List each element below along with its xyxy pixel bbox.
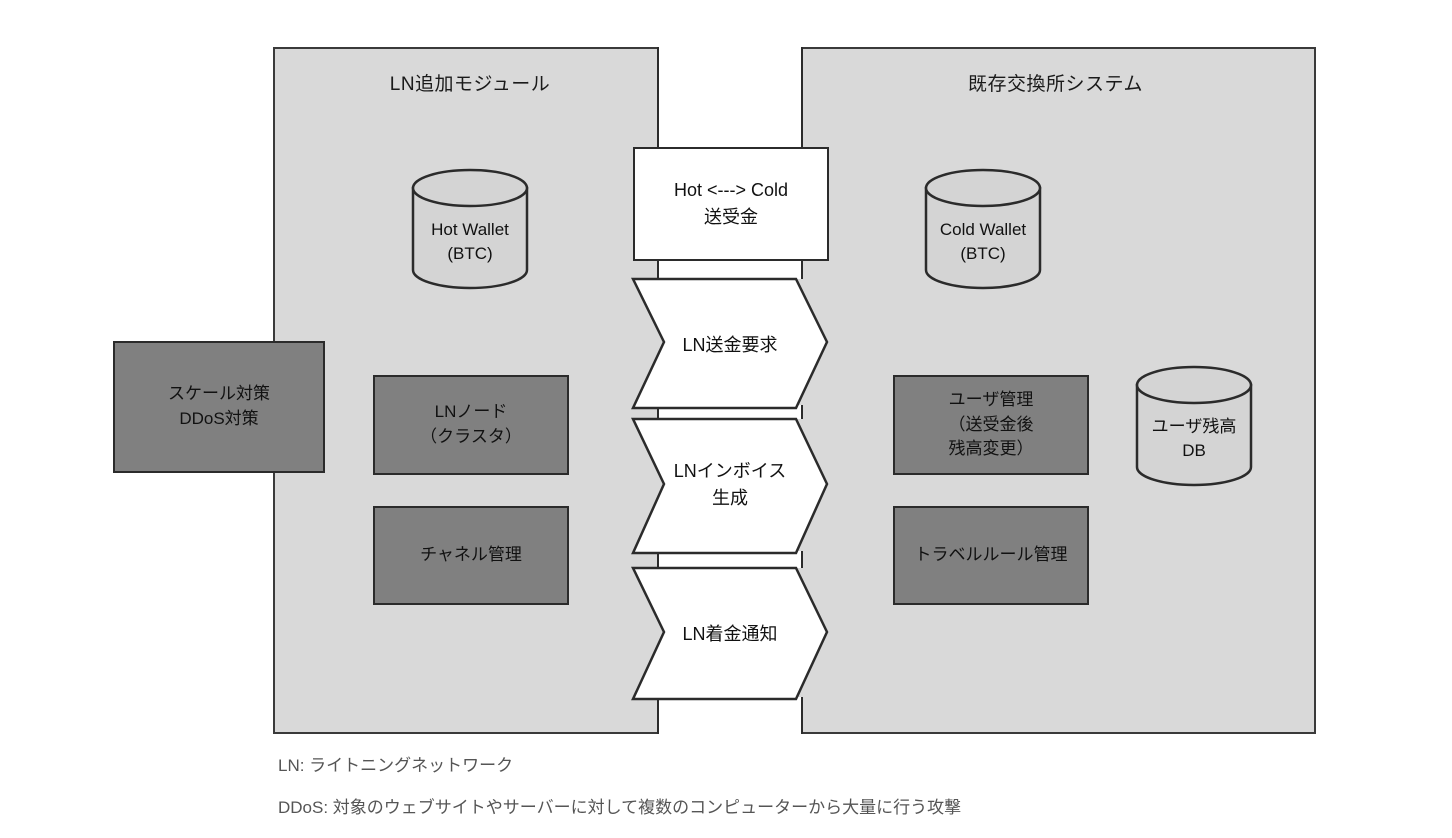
box-user-management: ユーザ管理 （送受金後 残高変更） [893,375,1089,475]
panel-ln-module-title: LN追加モジュール [389,74,551,95]
user-balance-database-cylinder: ユーザ残高 DB [1135,365,1253,487]
center-channel-segment-top [657,47,803,149]
legend-ln-definition: LN: ライトニングネットワーク [278,756,514,775]
box-hot-cold-transfer: Hot <---> Cold 送受金 [633,147,829,261]
chevron-ln-receipt-notification: LN着金通知 [631,565,829,702]
panel-existing-exchange-system-title: 既存交換所システム [968,74,1143,95]
box-ln-node-cluster: LNノード （クラスタ） [373,375,569,475]
box-channel-management: チャネル管理 [373,506,569,605]
center-channel-segment-bottom [657,697,803,734]
box-scale-ddos-countermeasures: スケール対策 DDoS対策 [113,341,325,473]
cold-wallet-database-cylinder: Cold Wallet (BTC) [924,168,1042,290]
center-channel-segment-3 [657,551,803,568]
legend-ddos-definition: DDoS: 対象のウェブサイトやサーバーに対して複数のコンピューターから大量に行… [278,798,962,817]
center-channel-segment-1 [657,259,803,279]
box-travel-rule-management: トラベルルール管理 [893,506,1089,605]
chevron-ln-payment-request: LN送金要求 [631,276,829,411]
hot-wallet-database-cylinder: Hot Wallet (BTC) [411,168,529,290]
chevron-ln-invoice-generation: LNインボイス 生成 [631,416,829,556]
